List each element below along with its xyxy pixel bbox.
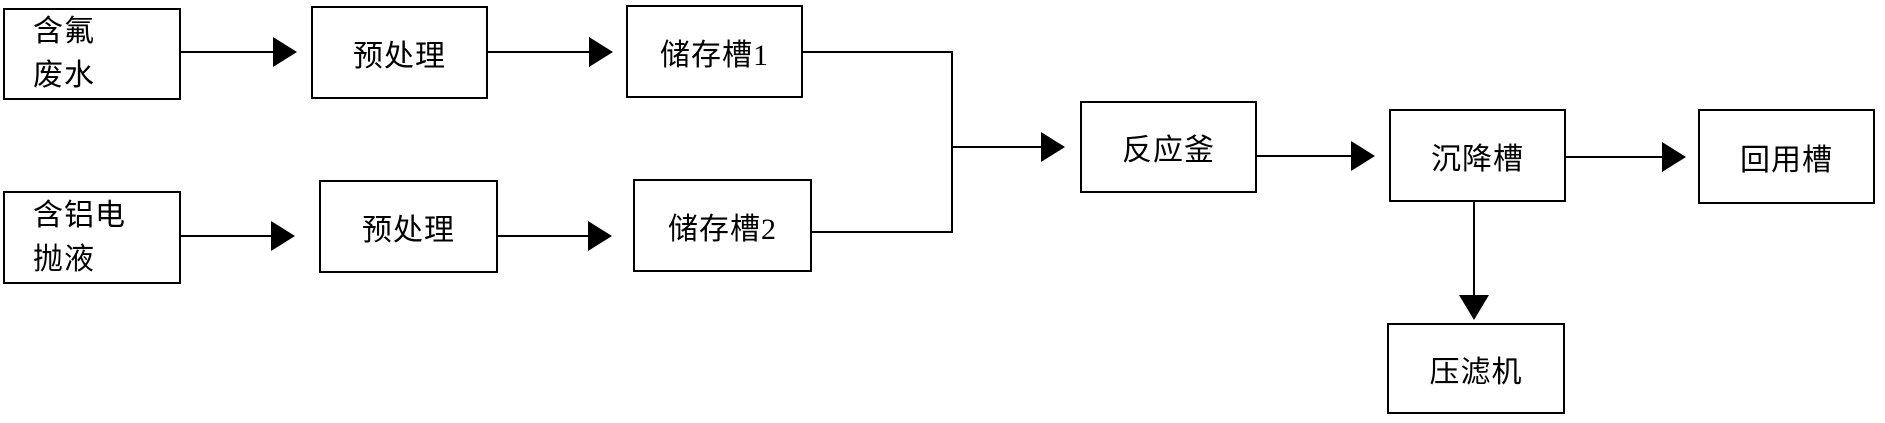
node-label: 储存槽2 [668,212,777,246]
arrow-down-icon [1459,295,1489,320]
node-settling-tank: 沉降槽 [1389,109,1566,202]
node-storage-tank-2: 储存槽2 [633,179,812,272]
node-label: 抛液 [33,242,95,276]
edge-merge-to-reactionkettle-line [951,146,1041,148]
arrow-right-icon [271,221,295,251]
arrow-right-icon [589,37,613,67]
node-label: 含氟 [33,15,95,48]
node-label: 含铝电 [33,198,126,232]
node-pretreatment-1: 预处理 [311,6,488,99]
node-label: 回用槽 [1740,143,1833,177]
edge-storagetank1-merge-line [803,51,953,53]
arrow-right-icon [273,37,297,67]
node-reaction-kettle: 反应釜 [1080,101,1257,193]
node-label: 废水 [33,59,95,92]
node-storage-tank-1: 储存槽1 [626,5,803,98]
arrow-right-icon [1351,141,1375,171]
edge-reactionkettle-to-settlingtank-line [1257,155,1351,157]
merge-junction-line [951,51,953,233]
edge-fluoride-to-pretreatment1-line [181,51,273,53]
node-reuse-tank: 回用槽 [1698,109,1875,204]
node-label: 压滤机 [1429,355,1523,389]
arrow-right-icon [1041,132,1065,162]
edge-settlingtank-to-reusetank-line [1566,156,1662,158]
node-label: 预处理 [353,39,446,73]
edge-aluminum-to-pretreatment2-line [181,235,271,237]
arrow-right-icon [588,221,612,251]
edge-settlingtank-to-filterpress-line [1473,202,1475,295]
edge-storagetank2-merge-line [812,231,953,233]
node-fluoride-wastewater: 含氟 废水 [3,8,181,100]
node-label: 反应釜 [1122,134,1215,167]
arrow-right-icon [1662,142,1686,172]
node-label: 预处理 [362,213,455,247]
node-pretreatment-2: 预处理 [319,180,498,273]
node-aluminum-electropolishing-liquid: 含铝电 抛液 [3,191,181,284]
node-label: 储存槽1 [660,38,769,72]
node-label: 沉降槽 [1431,142,1524,176]
edge-pretreatment2-to-storagetank2-line [498,235,588,237]
edge-pretreatment1-to-storagetank1-line [488,51,589,53]
node-filter-press: 压滤机 [1387,323,1565,414]
